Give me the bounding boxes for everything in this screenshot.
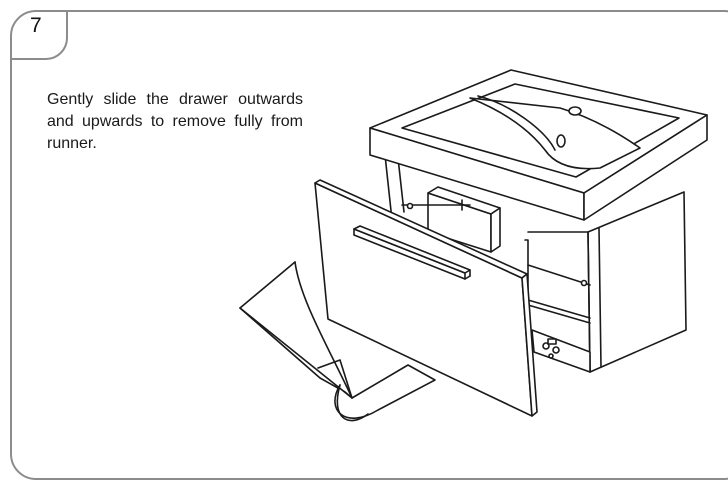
runner-hardware [531,329,591,373]
drawer-handle [353,225,471,280]
basin-top [369,69,708,221]
drain-hole [556,134,566,148]
vanity-drawer-illustration [239,69,708,422]
tap-hole [568,106,582,116]
instruction-text: Gently slide the drawer outwards and upw… [47,91,303,152]
cabinet-body [384,154,687,373]
drawer-front [314,179,538,417]
drawer-box [401,186,591,324]
step-number: 7 [30,14,42,37]
step-number-tab [10,10,68,60]
protective-sheet [239,261,436,422]
